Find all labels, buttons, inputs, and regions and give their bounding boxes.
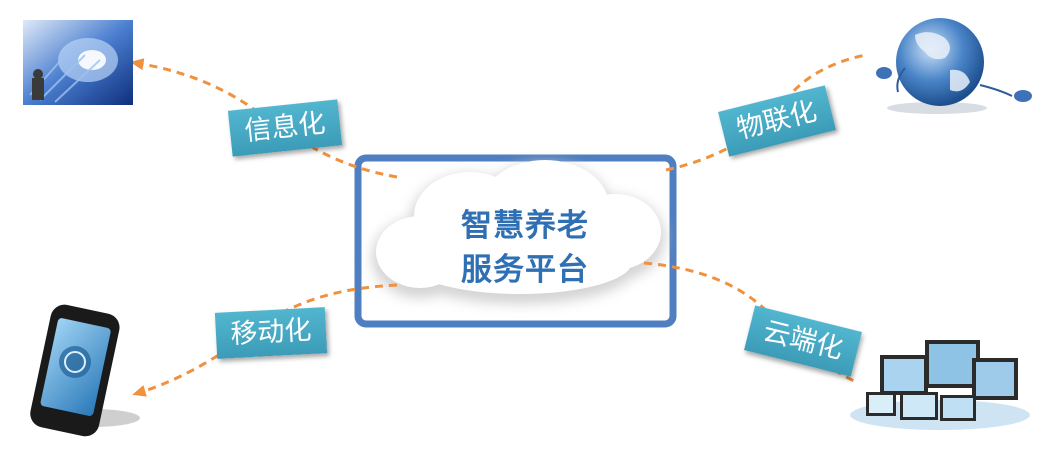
cloud-shape bbox=[372, 160, 665, 304]
globe-with-mice-image bbox=[876, 18, 1032, 114]
smartphone-image bbox=[30, 304, 140, 437]
sci-fi-tunnel-image bbox=[23, 20, 133, 105]
connector-mobile bbox=[132, 283, 398, 397]
monitors-cluster-image bbox=[850, 340, 1030, 430]
label-mobile: 移动化 bbox=[214, 307, 328, 359]
center-title-line2: 服务平台 bbox=[461, 252, 589, 288]
center-title-line1: 智慧养老 bbox=[461, 208, 589, 244]
